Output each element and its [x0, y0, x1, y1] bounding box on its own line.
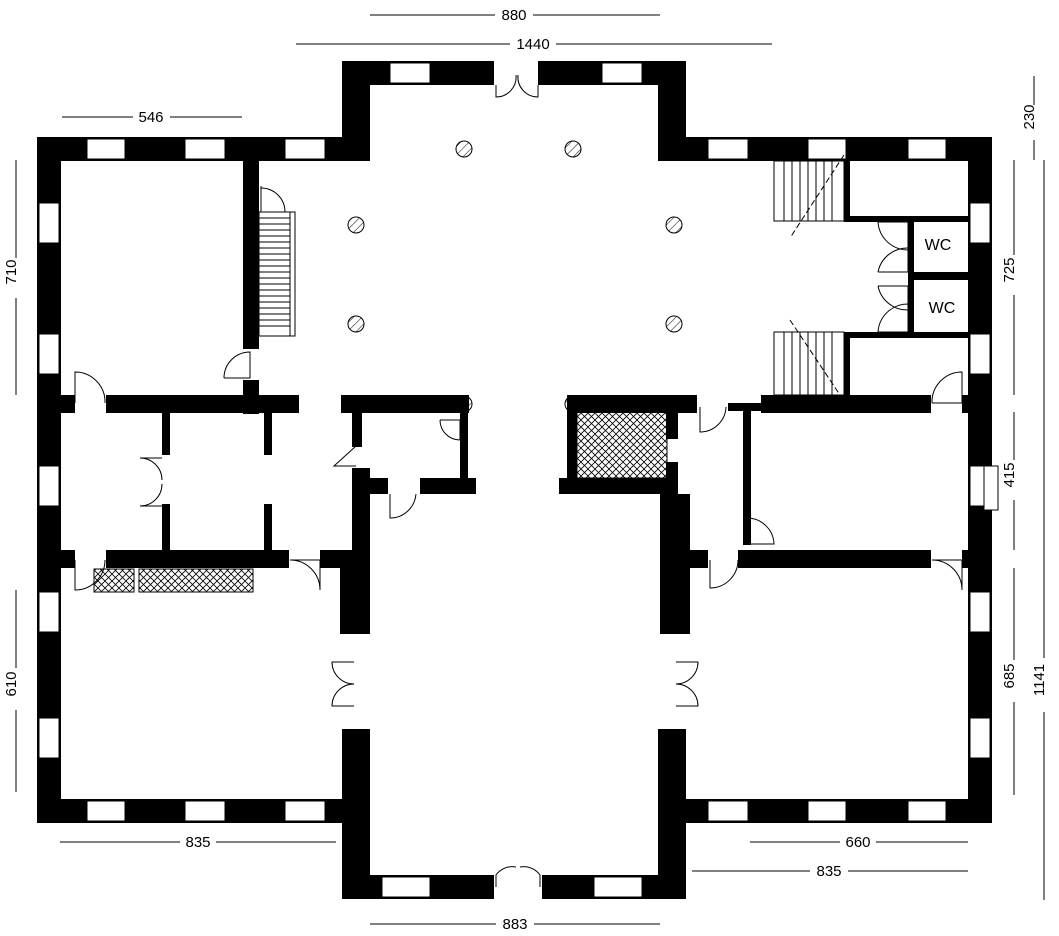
- dim-left-lower: 610: [3, 671, 20, 696]
- dim-bottom-center: 883: [502, 916, 527, 933]
- interior-walls: [61, 161, 968, 568]
- dim-right-lower: 685: [1001, 663, 1018, 688]
- stair-left: [258, 211, 296, 337]
- doors: [74, 74, 963, 887]
- hatched-blocks: [93, 410, 668, 593]
- dim-right-middle: 415: [1001, 462, 1018, 487]
- columns: [347, 140, 683, 413]
- wc-upper-label: WC: [925, 237, 952, 254]
- dim-bottom-right-outer: 835: [816, 863, 841, 880]
- dim-top-outer: 1440: [516, 36, 549, 53]
- dim-left-upper: 710: [3, 259, 20, 284]
- dim-bottom-left: 835: [185, 834, 210, 851]
- dim-right-total: 1141: [1031, 664, 1048, 696]
- dim-top-right: 230: [1021, 104, 1038, 129]
- dim-right-upper: 725: [1001, 257, 1018, 282]
- stair-right-lower: [773, 319, 845, 396]
- dim-top-inner: 880: [501, 7, 526, 24]
- dimension-lines: [15, 14, 1045, 925]
- dim-bottom-right-inner: 660: [845, 834, 870, 851]
- windows: [38, 62, 999, 898]
- stair-right-upper: [773, 154, 845, 239]
- wc-lower-label: WC: [929, 300, 956, 317]
- dim-top-left-wing: 546: [138, 109, 163, 126]
